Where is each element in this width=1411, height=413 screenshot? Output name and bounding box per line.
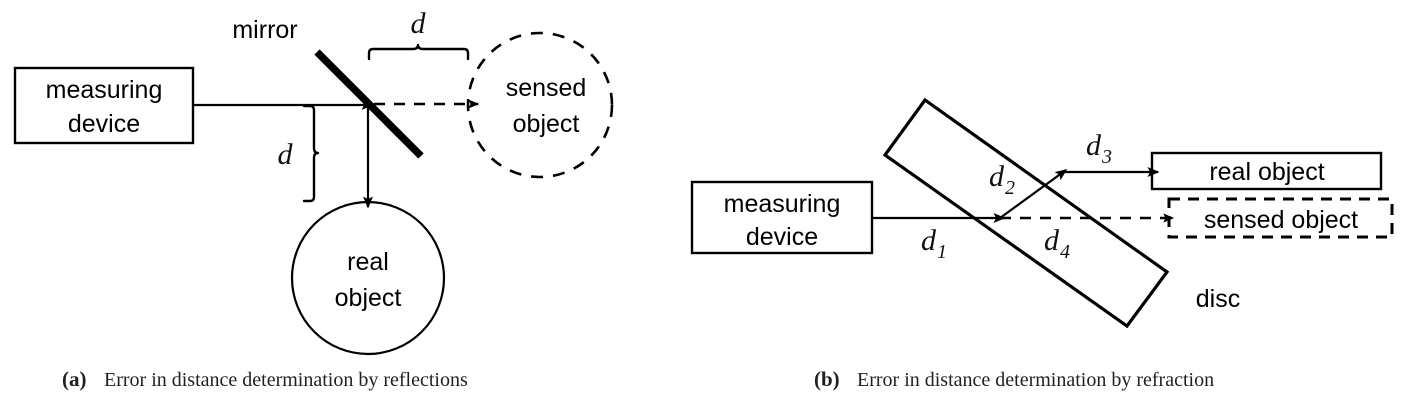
label-d3: d 3 xyxy=(1086,129,1112,168)
real-object-box-b xyxy=(1150,151,1383,191)
panel-b: measuring device real object sensed obje… xyxy=(690,97,1394,329)
disc-shape xyxy=(882,97,1170,329)
sensed-object-circle-a xyxy=(466,31,614,179)
mirror-label: mirror xyxy=(232,16,297,44)
real-object-label-line1-a: real xyxy=(347,248,389,276)
label-d4-sub: 4 xyxy=(1060,241,1070,263)
caption-a-text: Error in distance determination by refle… xyxy=(104,369,468,391)
caption-b-text: Error in distance determination by refra… xyxy=(857,369,1214,391)
label-d2: d 2 xyxy=(989,160,1015,199)
sensed-object-label-line1-a: sensed xyxy=(506,74,587,102)
brace-horizontal-a xyxy=(367,43,470,61)
panel-a: mirror measuring device sensed object re… xyxy=(13,7,614,356)
ray-d2 xyxy=(999,169,1068,219)
sensed-object-box-b xyxy=(1167,197,1394,239)
label-d4-base: d xyxy=(1044,224,1060,257)
label-d2-sub: 2 xyxy=(1005,177,1015,199)
label-d1-base: d xyxy=(921,224,937,257)
measuring-device-label-line1-a: measuring xyxy=(46,76,163,104)
caption-b-marker: (b) xyxy=(814,367,840,391)
sensed-object-label-b: sensed object xyxy=(1204,206,1358,234)
measuring-device-label-line2-b: device xyxy=(746,223,818,251)
label-d4: d 4 xyxy=(1044,224,1070,263)
label-d3-sub: 3 xyxy=(1101,146,1112,168)
caption-b: (b) Error in distance determination by r… xyxy=(814,367,1214,391)
caption-a: (a) Error in distance determination by r… xyxy=(62,367,468,391)
label-d3-base: d xyxy=(1086,129,1102,162)
real-object-label-b: real object xyxy=(1209,158,1324,186)
caption-a-marker: (a) xyxy=(62,367,87,391)
disc-label: disc xyxy=(1196,285,1240,313)
real-object-circle-a xyxy=(290,200,446,356)
real-object-label-line2-a: object xyxy=(335,284,402,312)
label-d2-base: d xyxy=(989,160,1005,193)
distance-label-vertical-a: d xyxy=(278,138,294,171)
label-d1: d 1 xyxy=(921,224,947,263)
distance-label-horizontal-a: d xyxy=(411,7,427,40)
measuring-device-label-line1-b: measuring xyxy=(724,190,841,218)
brace-vertical-a xyxy=(302,104,320,203)
label-d1-sub: 1 xyxy=(937,241,947,263)
measuring-device-label-line2-a: device xyxy=(68,110,140,138)
sensed-object-label-line2-a: object xyxy=(513,110,580,138)
